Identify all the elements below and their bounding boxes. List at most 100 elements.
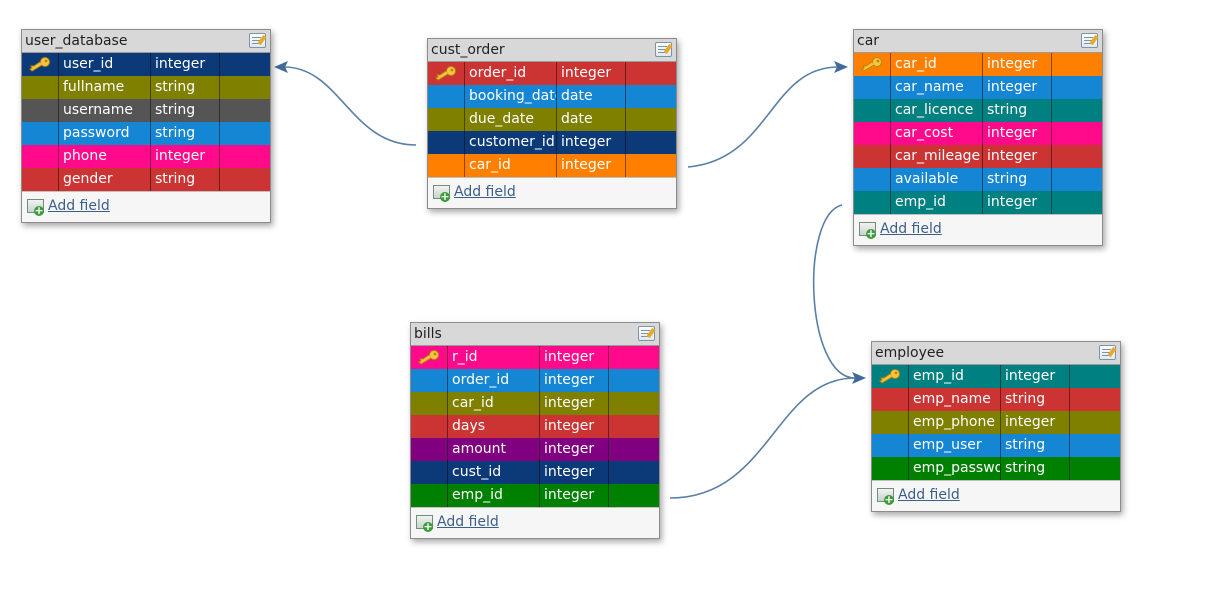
field-type: date (557, 85, 626, 108)
add-field-icon[interactable] (859, 222, 876, 239)
field-type: integer (1001, 411, 1070, 434)
table-footer: Add field (872, 480, 1120, 511)
field-extra-cell (1070, 388, 1120, 411)
edit-table-icon[interactable] (655, 42, 672, 57)
field-extra-cell (220, 53, 270, 76)
edit-table-icon[interactable] (1099, 345, 1116, 360)
table-header[interactable]: employee (872, 342, 1120, 365)
table-header[interactable]: car (854, 30, 1102, 53)
field-key-cell (22, 99, 59, 122)
field-type: string (1001, 388, 1070, 411)
add-field-link[interactable]: Add field (437, 514, 499, 530)
add-field-icon[interactable] (416, 515, 433, 532)
primary-key-icon (879, 369, 900, 384)
add-field-icon[interactable] (27, 199, 44, 216)
field-type: string (1001, 434, 1070, 457)
field-extra-cell (609, 461, 659, 484)
field-key-cell (22, 122, 59, 145)
primary-key-icon (418, 350, 439, 365)
field-name: r_id (448, 346, 540, 369)
table-title: user_database (25, 33, 128, 49)
primary-key-icon (435, 66, 456, 81)
field-extra-cell (1070, 411, 1120, 434)
field-extra-cell (626, 154, 676, 177)
add-field-icon[interactable] (877, 488, 894, 505)
field-key-cell (428, 131, 465, 154)
field-type: integer (983, 122, 1052, 145)
table-header[interactable]: bills (411, 323, 659, 346)
field-name: fullname (59, 76, 151, 99)
table-header[interactable]: user_database (22, 30, 270, 53)
field-type: string (983, 168, 1052, 191)
field-name: car_cost (891, 122, 983, 145)
field-type: integer (983, 145, 1052, 168)
edit-table-icon[interactable] (1081, 33, 1098, 48)
field-type: integer (540, 346, 609, 369)
add-field-link[interactable]: Add field (898, 487, 960, 503)
field-type: string (151, 99, 220, 122)
field-extra-cell (1052, 53, 1102, 76)
field-name: available (891, 168, 983, 191)
field-type: integer (557, 154, 626, 177)
field-extra-cell (220, 145, 270, 168)
field-type: string (1001, 457, 1070, 480)
edit-table-icon[interactable] (249, 33, 266, 48)
field-type: integer (540, 369, 609, 392)
add-field-icon[interactable] (433, 185, 450, 202)
field-key-cell (854, 168, 891, 191)
field-name: car_name (891, 76, 983, 99)
field-extra-cell (626, 85, 676, 108)
field-key-cell (411, 438, 448, 461)
field-type: string (151, 122, 220, 145)
add-field-link[interactable]: Add field (880, 221, 942, 237)
add-field-link[interactable]: Add field (48, 198, 110, 214)
relation-custorder-to-userdatabase (282, 66, 417, 146)
table-header[interactable]: cust_order (428, 39, 676, 62)
field-name: car_id (448, 392, 540, 415)
arrowhead-icon (852, 372, 866, 384)
field-type: integer (151, 53, 220, 76)
field-key-cell (411, 415, 448, 438)
edit-table-icon[interactable] (638, 326, 655, 341)
field-extra-cell (1070, 457, 1120, 480)
field-extra-cell (1052, 122, 1102, 145)
field-name: order_id (465, 62, 557, 85)
add-field-link[interactable]: Add field (454, 184, 516, 200)
field-name: user_id (59, 53, 151, 76)
